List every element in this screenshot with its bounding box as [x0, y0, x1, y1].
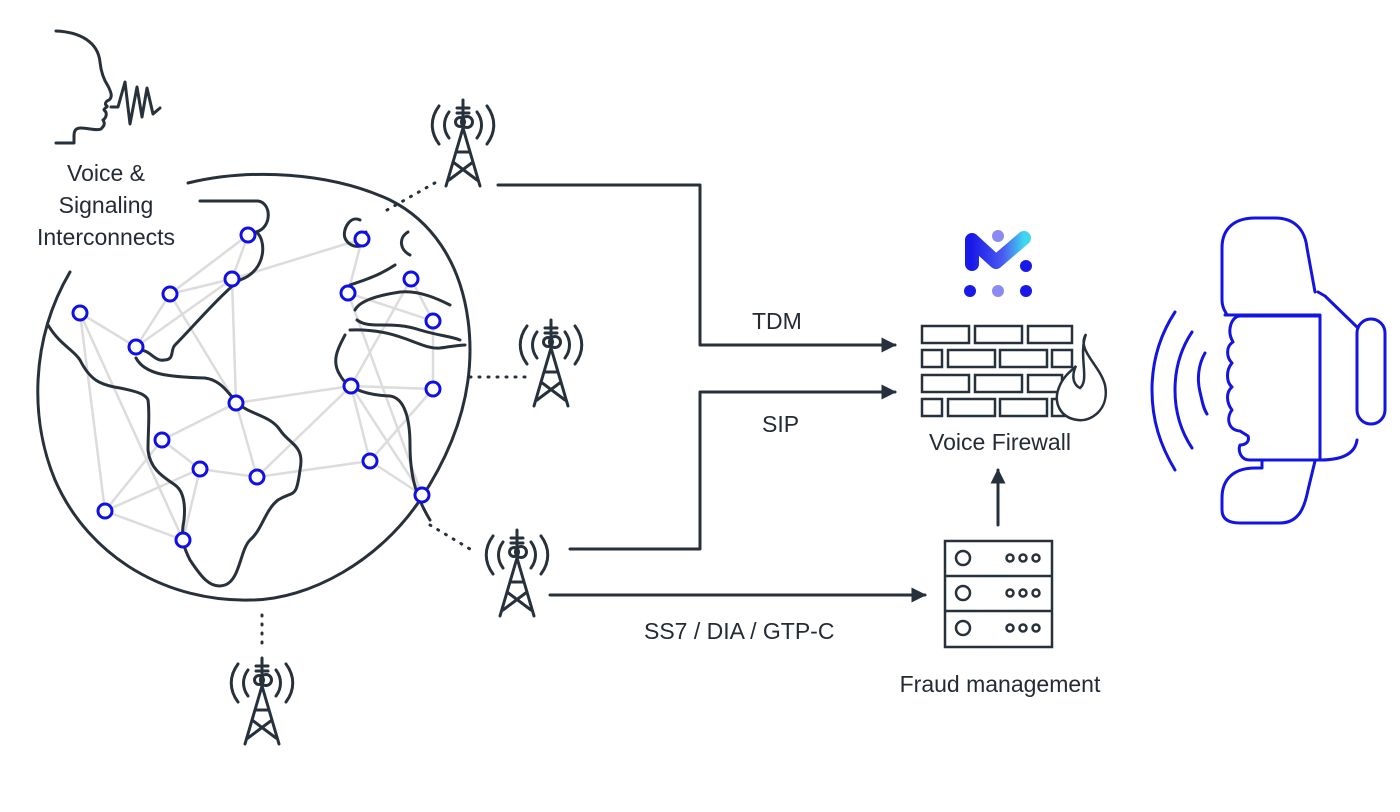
network-node	[424, 380, 442, 398]
network-node	[239, 226, 257, 244]
tower-top-cell-tower-icon	[430, 98, 496, 188]
source-label-line-3: Interconnects	[37, 224, 175, 250]
network-mesh	[78, 234, 435, 542]
mesh-link	[369, 388, 434, 462]
mesh-link	[134, 293, 172, 348]
mesh-link	[235, 384, 352, 405]
mesh-link	[104, 439, 163, 512]
mesh-link	[78, 312, 107, 512]
network-node	[361, 452, 379, 470]
globe-network-icon	[36, 172, 472, 602]
tdm-connection-line	[496, 183, 897, 353]
brick-wall-flame-icon	[920, 324, 1108, 422]
mesh-link	[347, 291, 434, 323]
mesh-link	[78, 312, 185, 541]
network-node	[342, 377, 360, 395]
network-node	[153, 431, 171, 449]
mesh-link	[181, 468, 202, 541]
mesh-link	[135, 277, 233, 349]
network-node	[413, 486, 431, 504]
source-label-line-2: Signaling	[59, 192, 154, 218]
source-label-line-1: Voice &	[67, 160, 145, 186]
signaling-label: SS7 / DIA / GTP-C	[644, 618, 834, 644]
network-node	[127, 338, 145, 356]
network-node	[353, 230, 371, 248]
mesh-link	[199, 467, 258, 479]
network-node	[248, 468, 266, 486]
network-node	[161, 285, 179, 303]
dotted-link-top	[385, 178, 442, 212]
brand-logo-icon	[964, 230, 1032, 297]
mesh-link	[256, 459, 371, 479]
mesh-link	[230, 278, 238, 404]
tdm-label: TDM	[752, 308, 802, 334]
sip-label: SIP	[762, 411, 799, 437]
server-rack-icon	[943, 539, 1054, 649]
dotted-link-lower	[428, 523, 477, 554]
network-node	[339, 284, 357, 302]
mesh-link	[350, 384, 434, 391]
mesh-link	[349, 385, 372, 462]
mesh-link	[369, 459, 423, 497]
network-node	[96, 502, 114, 520]
speaking-head-icon	[54, 29, 162, 145]
network-node	[227, 394, 245, 412]
mesh-link	[79, 311, 137, 349]
fraud-management-label: Fraud management	[900, 671, 1101, 697]
network-node	[402, 270, 420, 288]
mesh-link	[104, 467, 201, 513]
network-node	[71, 304, 89, 322]
network-nodes	[71, 226, 442, 549]
mesh-link	[169, 234, 249, 295]
network-node	[174, 531, 192, 549]
mesh-link	[256, 385, 352, 478]
mesh-link	[104, 509, 184, 542]
voice-firewall-label: Voice Firewall	[929, 429, 1071, 455]
mesh-link	[169, 277, 233, 296]
network-node	[223, 270, 241, 288]
hand-holding-phone-icon	[1150, 216, 1387, 525]
tower-middle-cell-tower-icon	[518, 318, 584, 408]
continent-outlines	[46, 199, 467, 588]
mesh-link	[168, 293, 238, 404]
network-node	[424, 312, 442, 330]
tower-bottom-cell-tower-icon	[229, 656, 295, 746]
sip-connection-line	[568, 384, 897, 551]
tower-lower-cell-tower-icon	[484, 528, 550, 618]
mesh-link	[234, 402, 259, 478]
mesh-link	[161, 401, 237, 442]
network-node	[191, 460, 209, 478]
